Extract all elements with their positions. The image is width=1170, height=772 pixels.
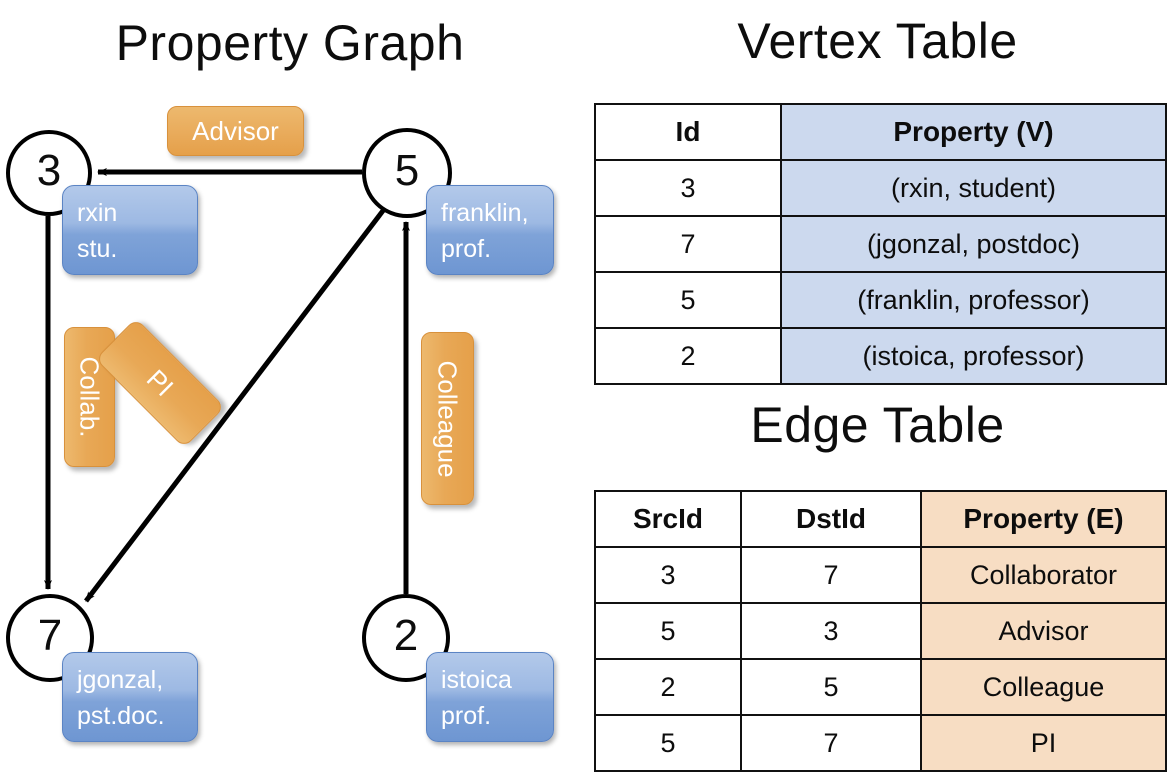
vertex-cell-property: (rxin, student)	[780, 159, 1167, 217]
graph-edges-svg	[44, 168, 410, 603]
edge-table: SrcId DstId Property (E) 3 7 Collaborato…	[594, 490, 1167, 772]
vertex-cell-id: 2	[594, 327, 782, 385]
edge-label-colleague: Colleague	[421, 332, 474, 505]
page-title-vertex-table: Vertex Table	[737, 13, 1018, 69]
edge-arrow-pi-5-to-7	[84, 206, 387, 603]
edge-label-colleague-text: Colleague	[432, 359, 463, 478]
property-graph-diagram: Advisor Collab. PI Colleague 3 5 7 2 rxi…	[0, 0, 585, 760]
vertex-property-box-5: franklin, prof.	[426, 185, 554, 275]
edge-cell-srcid: 2	[594, 658, 742, 716]
table-row[interactable]: 2 (istoica, professor)	[594, 327, 1167, 385]
vertex-cell-id: 5	[594, 271, 782, 329]
edge-table-header-row: SrcId DstId Property (E)	[594, 490, 1167, 548]
vertex-table-header-id: Id	[594, 103, 782, 161]
vertex-cell-id: 7	[594, 215, 782, 273]
vertex-cell-property: (franklin, professor)	[780, 271, 1167, 329]
edge-cell-dstid: 7	[740, 714, 922, 772]
graph-node-7-id: 7	[37, 611, 63, 660]
page-title-property-graph: Property Graph	[115, 15, 465, 71]
edge-cell-srcid: 5	[594, 714, 742, 772]
edge-label-advisor: Advisor	[167, 106, 304, 156]
edge-label-pi-text: PI	[140, 363, 180, 403]
graph-node-2-id: 2	[393, 611, 419, 660]
edge-cell-property: Advisor	[920, 602, 1167, 660]
edge-label-advisor-text: Advisor	[192, 116, 279, 146]
edge-table-header-dstid: DstId	[740, 490, 922, 548]
page-title-edge-table: Edge Table	[750, 397, 1005, 453]
vertex-cell-property: (jgonzal, postdoc)	[780, 215, 1167, 273]
table-row[interactable]: 3 (rxin, student)	[594, 159, 1167, 217]
vertex-property-box-3: rxin stu.	[62, 185, 198, 275]
table-row[interactable]: 5 7 PI	[594, 714, 1167, 772]
graph-node-5-id: 5	[394, 146, 420, 195]
vertex-cell-property: (istoica, professor)	[780, 327, 1167, 385]
vertex-property-box-7: jgonzal, pst.doc.	[62, 652, 198, 742]
graph-node-3-id: 3	[36, 146, 62, 195]
edge-cell-srcid: 3	[594, 546, 742, 604]
graph-node-3[interactable]: 3	[6, 130, 92, 216]
vertex-table: Id Property (V) 3 (rxin, student) 7 (jgo…	[594, 103, 1167, 385]
edge-cell-dstid: 3	[740, 602, 922, 660]
edge-cell-dstid: 7	[740, 546, 922, 604]
edge-cell-property: PI	[920, 714, 1167, 772]
edge-label-collaborator-text: Collab.	[74, 356, 105, 438]
table-row[interactable]: 7 (jgonzal, postdoc)	[594, 215, 1167, 273]
edge-table-header-property: Property (E)	[920, 490, 1167, 548]
edge-cell-srcid: 5	[594, 602, 742, 660]
vertex-table-header-property: Property (V)	[780, 103, 1167, 161]
edge-cell-dstid: 5	[740, 658, 922, 716]
edge-cell-property: Collaborator	[920, 546, 1167, 604]
table-row[interactable]: 2 5 Colleague	[594, 658, 1167, 716]
vertex-cell-id: 3	[594, 159, 782, 217]
vertex-table-header-row: Id Property (V)	[594, 103, 1167, 161]
edge-cell-property: Colleague	[920, 658, 1167, 716]
vertex-property-box-2: istoica prof.	[426, 652, 554, 742]
edge-table-header-srcid: SrcId	[594, 490, 742, 548]
graph-node-2[interactable]: 2	[362, 594, 450, 682]
table-row[interactable]: 3 7 Collaborator	[594, 546, 1167, 604]
table-row[interactable]: 5 3 Advisor	[594, 602, 1167, 660]
table-row[interactable]: 5 (franklin, professor)	[594, 271, 1167, 329]
